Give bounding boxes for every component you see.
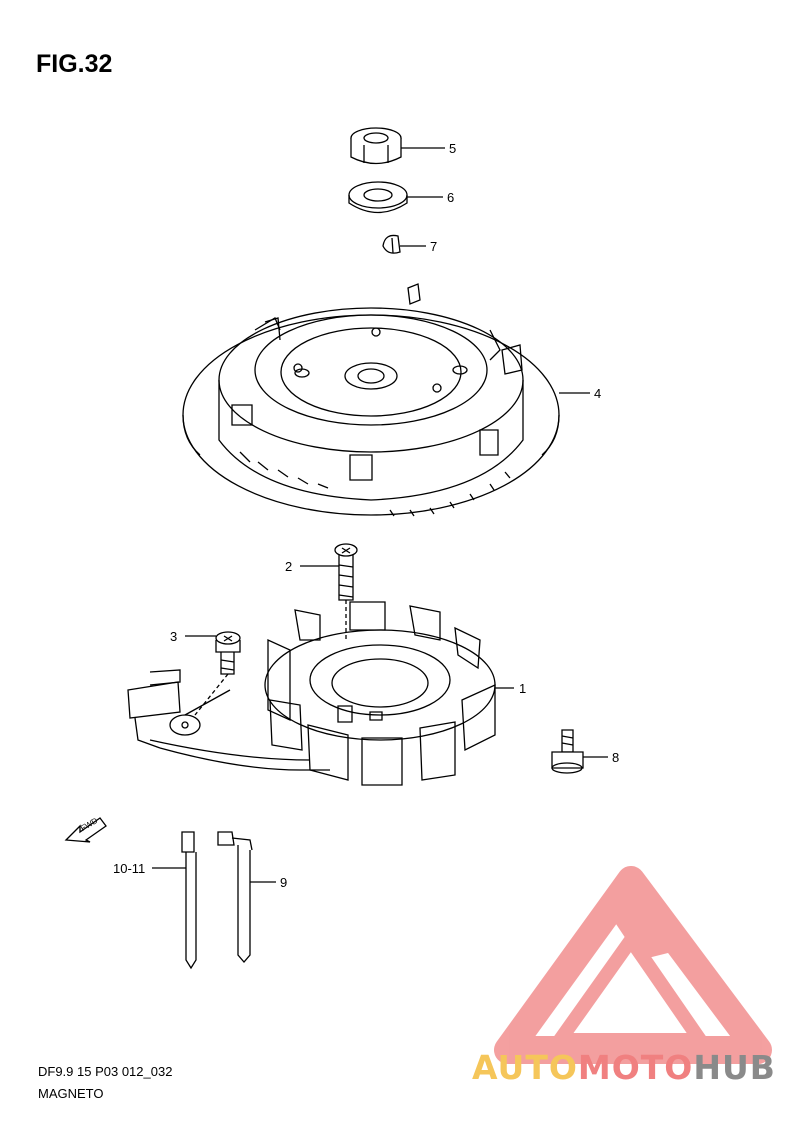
screw-part-2 [334,543,358,601]
flange-bolt-part-8 [551,729,584,774]
cable-clip-part-9 [217,831,253,963]
key-part-7 [382,234,401,254]
callout-6: 6 [447,190,455,205]
watermark-part-auto: AUTO [472,1048,578,1087]
nut-part-5 [350,127,402,165]
callout-8: 8 [612,750,620,765]
figure-title: FIG.32 [36,50,113,78]
callout-2: 2 [285,559,293,574]
cable-tie-part-10-11 [181,831,197,970]
wire-harness [127,669,330,771]
callout-5: 5 [449,141,457,156]
callout-7: 7 [430,239,438,254]
washer-part-6 [348,181,408,214]
diagram-name: MAGNETO [38,1086,104,1101]
stator-part-1 [264,601,496,786]
callout-4: 4 [594,386,602,401]
callout-9: 9 [280,875,288,890]
dashed-line-3 [194,673,229,716]
fwd-arrow-icon [64,817,107,843]
watermark-part-moto: MOTO [577,1048,694,1087]
watermark-brand: AUTOMOTOHUB [472,1048,776,1087]
callout-1: 1 [519,681,527,696]
callout-10-11: 10-11 [113,861,146,876]
callout-3: 3 [170,629,178,644]
watermark-triangle-logo [494,866,772,1064]
flywheel-part-4 [182,283,560,517]
diagram-code: DF9.9 15 P03 012_032 [38,1064,173,1079]
bolt-part-3 [215,631,241,675]
watermark-part-hub: HUB [693,1048,776,1087]
